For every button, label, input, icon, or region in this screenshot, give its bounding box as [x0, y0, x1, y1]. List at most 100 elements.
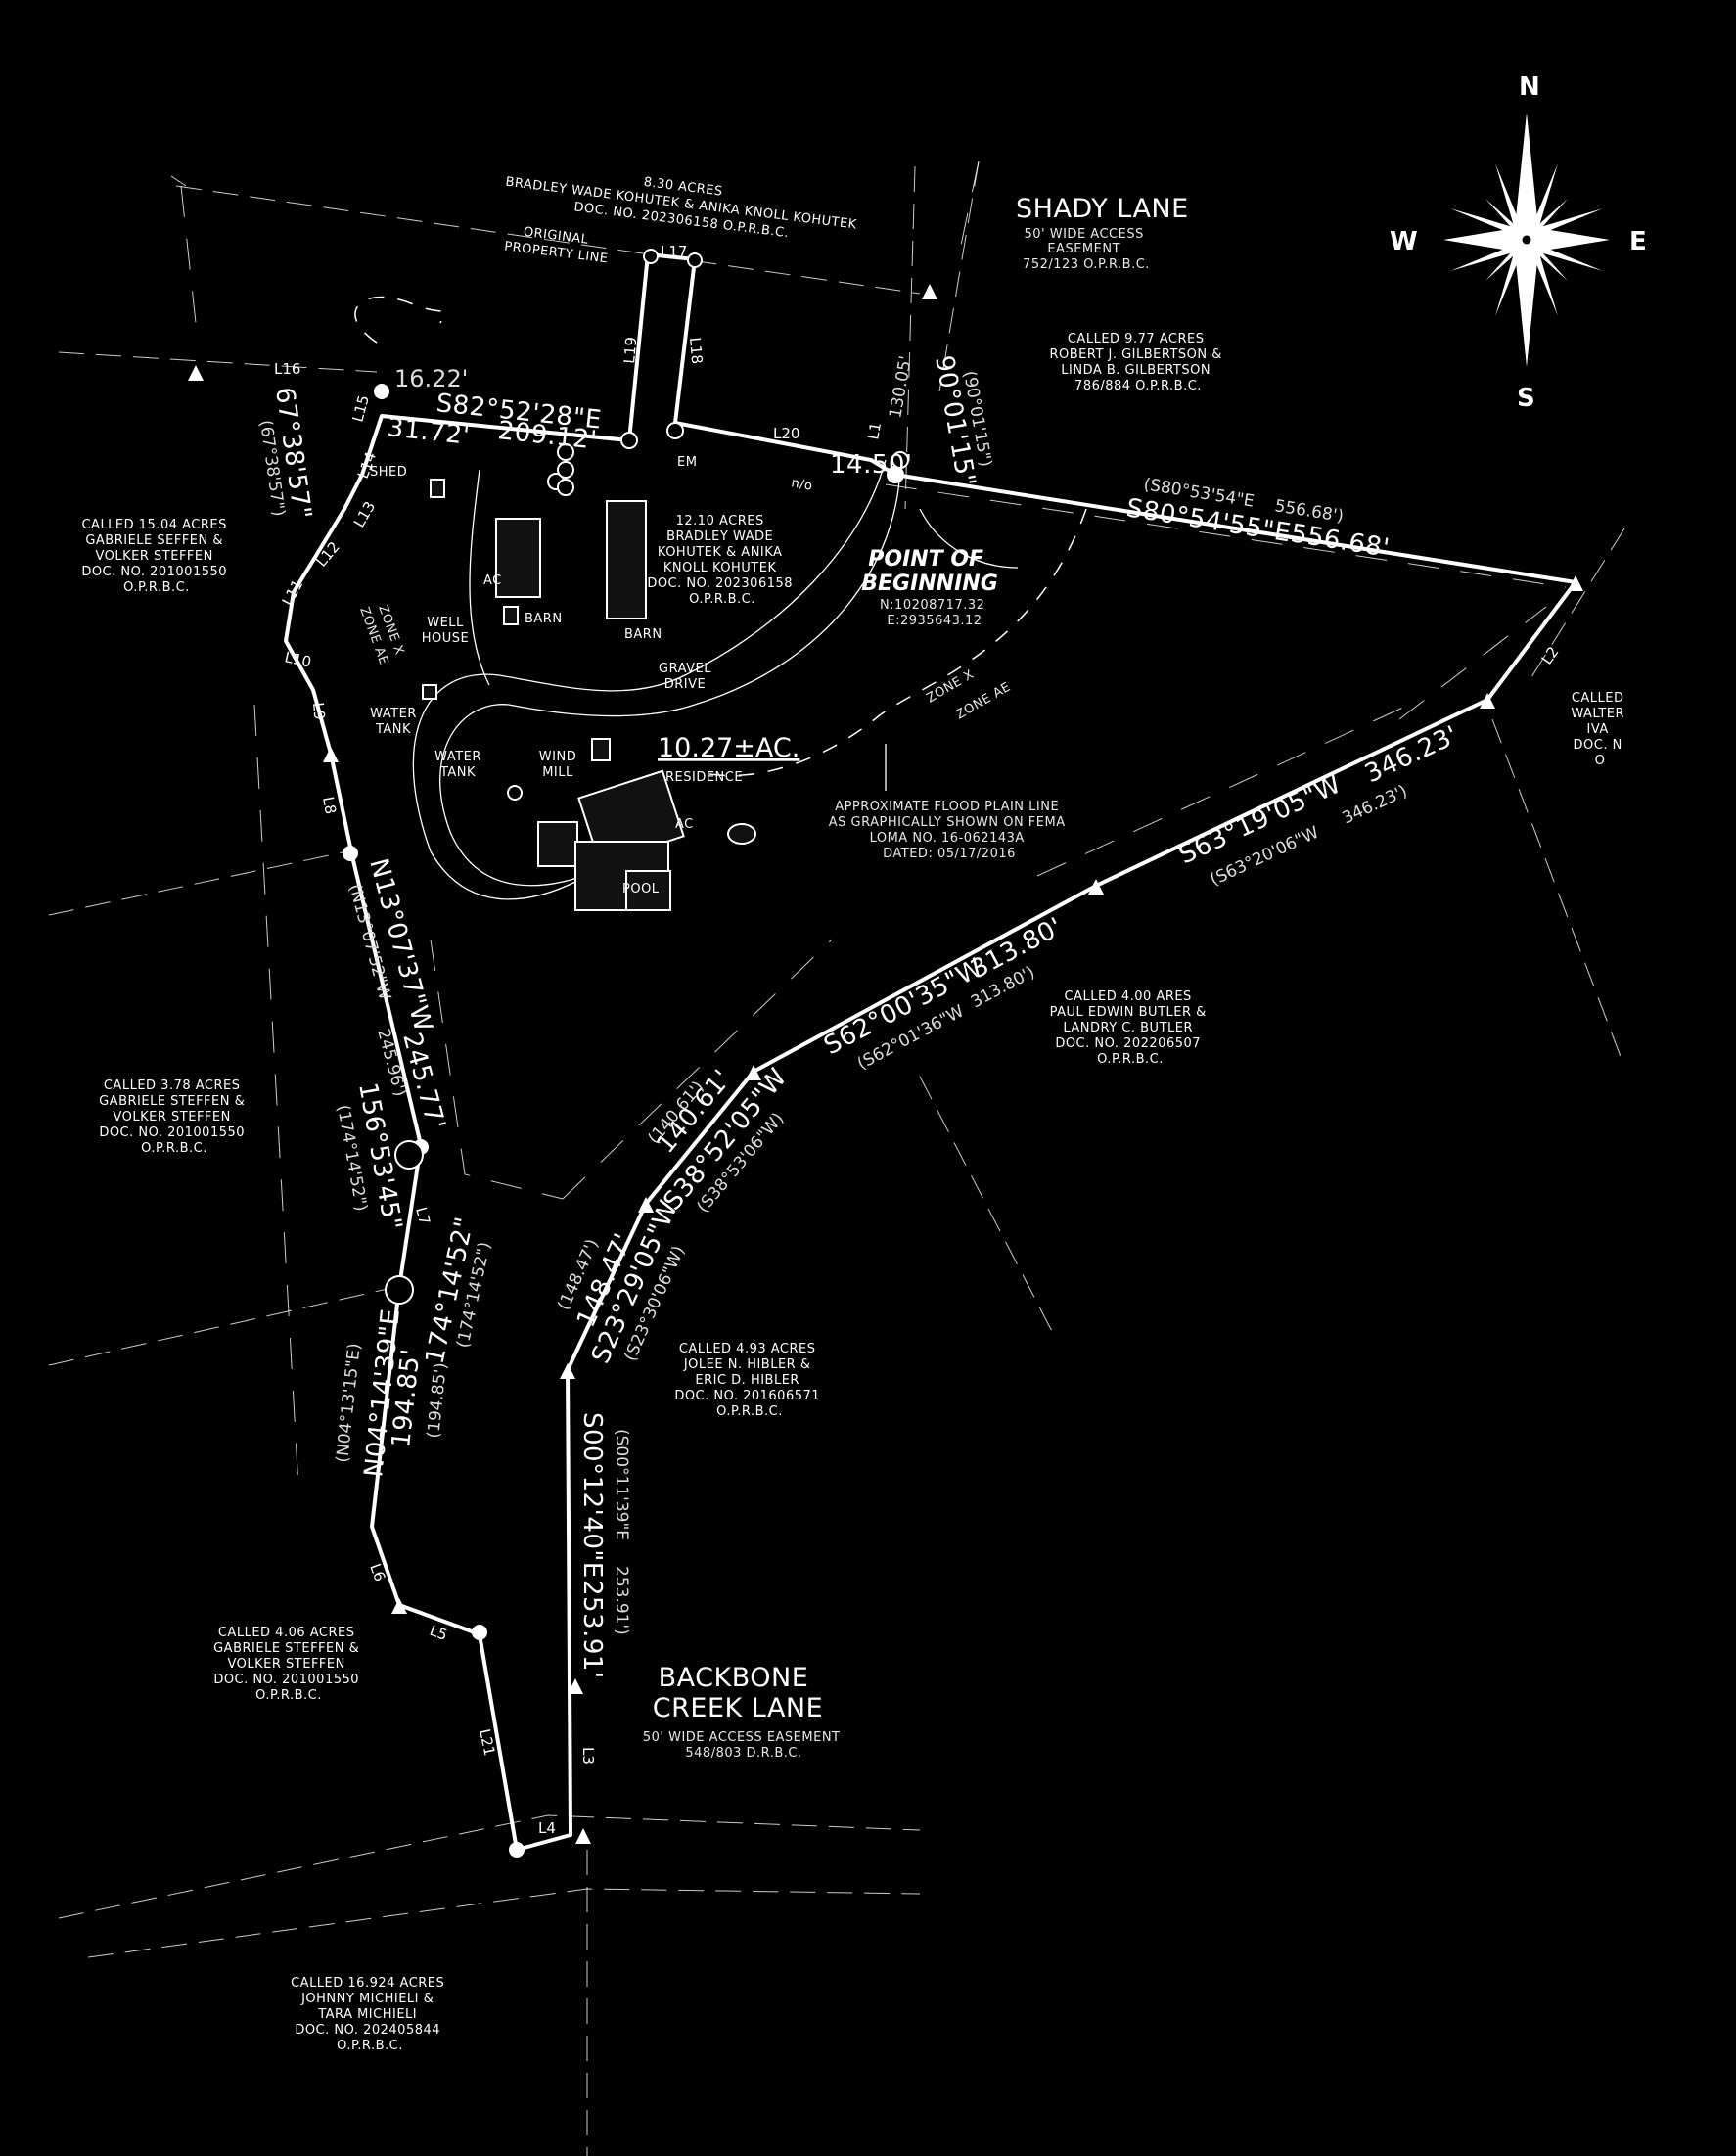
pob-title-2: BEGINNING	[861, 572, 998, 596]
butler-rec: O.P.R.B.C.	[1097, 1052, 1164, 1067]
backbone-title-2: CREEK LANE	[653, 1693, 823, 1723]
pob-title-1: POINT OF	[868, 547, 983, 572]
svg-text:CALLED 4.00 ARES PAUL ED: CALLED 4.00 ARES PAUL EDWIN BUTLER & LAN…	[1050, 989, 1211, 1067]
brg-s1-dist: 253.91'	[577, 1580, 607, 1679]
line-l1: L1	[864, 421, 885, 441]
line-l19: L19	[620, 336, 640, 364]
walter-owner-2: IVA	[1587, 722, 1609, 737]
brg-s1-rec: (S00°11'39"E	[612, 1429, 631, 1540]
line-l12: L12	[312, 538, 343, 571]
flood-note-2: AS GRAPHICALLY SHOWN ON FEMA	[829, 815, 1066, 830]
line-l20: L20	[773, 425, 799, 442]
butler-owner-2: LANDRY C. BUTLER	[1063, 1021, 1193, 1035]
gravel-2: DRIVE	[664, 677, 706, 692]
pool-label: POOL	[622, 882, 660, 896]
ac-label-1: AC	[483, 573, 502, 588]
svg-text:CALLED 4.06 ACRES GABRIE: CALLED 4.06 ACRES GABRIELE STEFFEN & VOL…	[213, 1626, 364, 1703]
subject-acres: 12.10 ACRES	[676, 514, 764, 528]
brg-l1-dist: 130.05'	[886, 354, 916, 420]
steffen-378-owner: GABRIELE STEFFEN &	[99, 1094, 245, 1109]
residence-label: RESIDENCE	[665, 770, 743, 785]
shady-lane-sub-1: 50' WIDE ACCESS	[1025, 227, 1144, 242]
steffen-378-owner-2: VOLKER STEFFEN	[114, 1110, 231, 1124]
svg-text:CALLED 9.77 ACRES ROBERT: CALLED 9.77 ACRES ROBERT J. GILBERTSON &…	[1049, 332, 1226, 393]
compass-e: E	[1629, 227, 1647, 256]
ac-label-2: AC	[675, 817, 694, 832]
compass-s: S	[1517, 384, 1535, 413]
svg-text:CALLED 4.93 ACRES JOLEE: CALLED 4.93 ACRES JOLEE N. HIBLER & ERIC…	[674, 1342, 824, 1419]
road-labels: SHADY LANE 50' WIDE ACCESS EASEMENT 752/…	[643, 194, 1189, 1761]
steffen-1504-rec: O.P.R.B.C.	[123, 580, 190, 595]
svg-text:CALLED 16.924 ACRES JOHN: CALLED 16.924 ACRES JOHNNY MICHIELI & TA…	[291, 1976, 449, 2053]
steffen-1504-owner-2: VOLKER STEFFEN	[96, 549, 213, 564]
windmill-1: WIND	[539, 750, 576, 764]
hibler-rec: O.P.R.B.C.	[716, 1404, 783, 1419]
compass-rose: N S W E	[1390, 72, 1647, 413]
hibler-owner-2: ERIC D. HIBLER	[695, 1373, 799, 1388]
brg-seg-1450: 14.50'	[830, 450, 913, 480]
svg-text:50' WIDE ACCESS EASEMENT: 50' WIDE ACCESS EASEMENT 548/803 D.R.B.C…	[643, 1730, 845, 1761]
hibler-owner: JOLEE N. HIBLER &	[683, 1357, 811, 1372]
barn-1-label: BARN	[525, 612, 563, 626]
steffen-406-owner: GABRIELE STEFFEN &	[213, 1641, 359, 1656]
water-tank-2a: WATER	[434, 750, 481, 764]
well-house-1: WELL	[427, 616, 464, 630]
acreage-label: 10.27±AC.	[658, 733, 799, 763]
steffen-1504-acres: CALLED 15.04 ACRES	[81, 518, 226, 532]
line-l7: L7	[412, 1205, 434, 1226]
butler-owner: PAUL EDWIN BUTLER &	[1050, 1005, 1207, 1020]
michieli-rec: O.P.R.B.C.	[337, 2039, 403, 2053]
pob-east: E:2935643.12	[887, 614, 982, 628]
adjoiner-lines	[48, 161, 1625, 2156]
backbone-title-1: BACKBONE	[659, 1663, 809, 1693]
no-label: n/o	[790, 476, 813, 494]
brg-s1: S00°12'40"E	[577, 1412, 607, 1579]
line-l8: L8	[319, 796, 340, 816]
steffen-1504-doc: DOC. NO. 201001550	[81, 565, 227, 579]
subject-owner-3: KNOLL KOHUTEK	[663, 561, 777, 575]
boundary-points	[188, 249, 1583, 1858]
walter-acres: CALLED	[1572, 691, 1624, 706]
svg-text:50' WIDE ACCESS EASEMENT: 50' WIDE ACCESS EASEMENT 752/123 O.P.R.B…	[1023, 227, 1150, 272]
backbone-sub-1: 50' WIDE ACCESS EASEMENT	[643, 1730, 841, 1745]
barn-2-label: BARN	[624, 627, 662, 642]
svg-text:POINT OF BEGINNING: POINT OF BEGINNING	[861, 547, 998, 596]
gravel-drive	[412, 459, 1019, 900]
shady-lane-title: SHADY LANE	[1016, 194, 1189, 224]
brg-ne1-rec: (N04°13'15"E)	[333, 1342, 365, 1463]
bearing-labels: S80°54'55"E 556.68' (S80°53'54"E 556.68'…	[255, 353, 1463, 1679]
gilbertson-owner: ROBERT J. GILBERTSON &	[1049, 347, 1221, 362]
line-l10: L10	[283, 648, 313, 670]
gravel-1: GRAVEL	[659, 662, 711, 676]
subject-doc: DOC. NO. 202306158	[647, 576, 793, 591]
subject-owner: BRADLEY WADE	[666, 529, 773, 544]
windmill-2: MILL	[542, 765, 573, 780]
butler-doc: DOC. NO. 202206507	[1055, 1036, 1201, 1051]
shady-lane-sub-3: 752/123 O.P.R.B.C.	[1023, 257, 1150, 272]
line-l4: L4	[538, 1819, 556, 1837]
flood-note-1: APPROXIMATE FLOOD PLAIN LINE	[835, 800, 1059, 814]
flood-note-4: DATED: 05/17/2016	[883, 847, 1016, 861]
steffen-406-owner-2: VOLKER STEFFEN	[228, 1657, 345, 1672]
steffen-1504-owner: GABRIELE SEFFEN &	[85, 533, 223, 548]
water-tank-1a: WATER	[370, 707, 417, 721]
subject-rec: O.P.R.B.C.	[689, 592, 755, 607]
hibler-doc: DOC. NO. 201606571	[674, 1389, 820, 1403]
line-l17: L17	[661, 243, 687, 260]
walter-doc: DOC. N	[1574, 738, 1622, 753]
michieli-owner: JOHNNY MICHIELI &	[300, 1992, 434, 2006]
zone-line-north	[354, 296, 446, 344]
pob-north: N:10208717.32	[880, 598, 984, 613]
brg-top-seg2: 16.22'	[394, 365, 468, 392]
point-of-beginning: POINT OF BEGINNING N:10208717.32 E:29356…	[861, 547, 998, 628]
line-l5: L5	[428, 1622, 450, 1644]
svg-text:ORIGINAL PROPERTY LINE: ORIGINAL PROPERTY LINE	[503, 223, 611, 267]
fence-lines	[180, 161, 1567, 1489]
subject-owner-2: KOHUTEK & ANIKA	[658, 545, 783, 560]
svg-text:BACKBONE CREEK LANE: BACKBONE CREEK LANE	[653, 1663, 823, 1723]
